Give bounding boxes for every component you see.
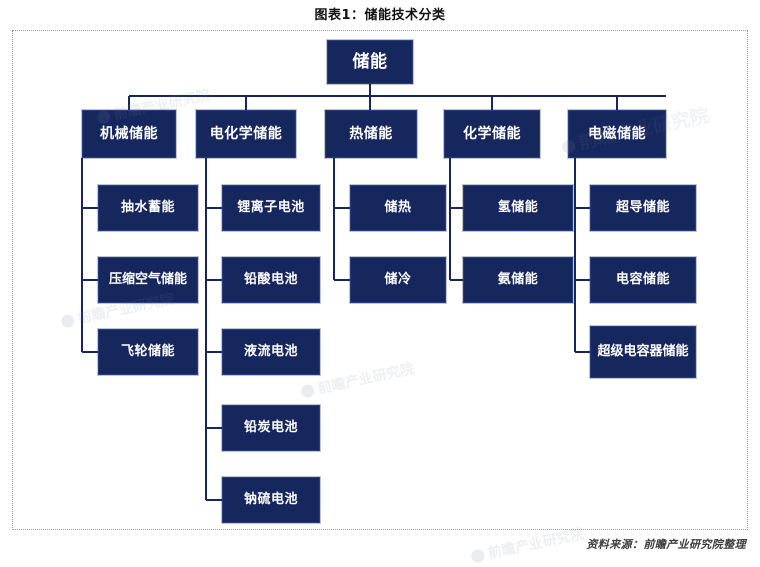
node-label: 超导储能 [615,200,670,216]
node-leaf-sodium-sulfur-battery[interactable]: 钠硫电池 [222,477,320,523]
node-leaf-superconducting-storage[interactable]: 超导储能 [590,185,696,231]
node-leaf-compressed-air[interactable]: 压缩空气储能 [98,257,198,303]
watermark-text: 前瞻产业研究院 [486,526,586,563]
node-leaf-ammonia-storage[interactable]: 氨储能 [463,257,573,303]
node-label: 超级电容器储能 [597,344,689,360]
node-root-energy-storage[interactable]: 储能 [327,40,413,84]
node-leaf-flywheel[interactable]: 飞轮储能 [98,329,198,375]
node-leaf-flow-battery[interactable]: 液流电池 [222,329,320,375]
node-label: 抽水蓄能 [120,200,175,216]
node-label: 热储能 [349,125,393,142]
node-leaf-supercapacitor-storage[interactable]: 超级电容器储能 [590,326,696,378]
diagram-frame [12,30,748,530]
node-leaf-capacitor-storage[interactable]: 电容储能 [590,257,696,303]
node-label: 电磁储能 [588,125,646,142]
node-label: 钠硫电池 [243,492,298,508]
watermark: 前瞻产业研究院 [469,523,586,566]
node-label: 液流电池 [243,344,298,360]
node-category-electromagnetic[interactable]: 电磁储能 [568,110,666,158]
node-leaf-lead-carbon-battery[interactable]: 铅炭电池 [222,405,320,451]
node-label: 电容储能 [615,272,670,288]
node-leaf-pumped-hydro[interactable]: 抽水蓄能 [98,185,198,231]
node-leaf-lead-acid-battery[interactable]: 铅酸电池 [222,257,320,303]
node-category-chemical[interactable]: 化学储能 [444,110,540,158]
node-label: 电化学储能 [209,125,283,142]
node-leaf-heat-storage[interactable]: 储热 [350,185,446,231]
node-label: 飞轮储能 [120,344,175,360]
node-label: 压缩空气储能 [108,272,187,288]
node-label: 氨储能 [497,272,539,288]
node-label: 储冷 [384,272,412,288]
node-label: 氢储能 [497,200,539,216]
node-leaf-cold-storage[interactable]: 储冷 [350,257,446,303]
source-note: 资料来源：前瞻产业研究院整理 [586,538,746,551]
page-title: 图表1：储能技术分类 [314,8,446,23]
node-category-thermal[interactable]: 热储能 [325,110,417,158]
watermark-logo-icon [60,313,76,329]
node-label: 锂离子电池 [237,200,305,216]
node-category-mechanical[interactable]: 机械储能 [82,110,176,158]
node-label: 铅炭电池 [243,420,298,436]
node-label: 铅酸电池 [243,272,298,288]
watermark-text: 前瞻产业研究院 [316,361,416,398]
node-label: 储能 [352,51,388,72]
node-label: 化学储能 [463,125,521,142]
watermark-logo-icon [300,383,316,399]
node-label: 机械储能 [100,125,158,142]
node-leaf-lithium-ion-battery[interactable]: 锂离子电池 [222,185,320,231]
node-leaf-hydrogen-storage[interactable]: 氢储能 [463,185,573,231]
watermark-logo-icon [470,548,486,564]
node-label: 储热 [384,200,412,216]
node-category-electrochemical[interactable]: 电化学储能 [196,110,296,158]
